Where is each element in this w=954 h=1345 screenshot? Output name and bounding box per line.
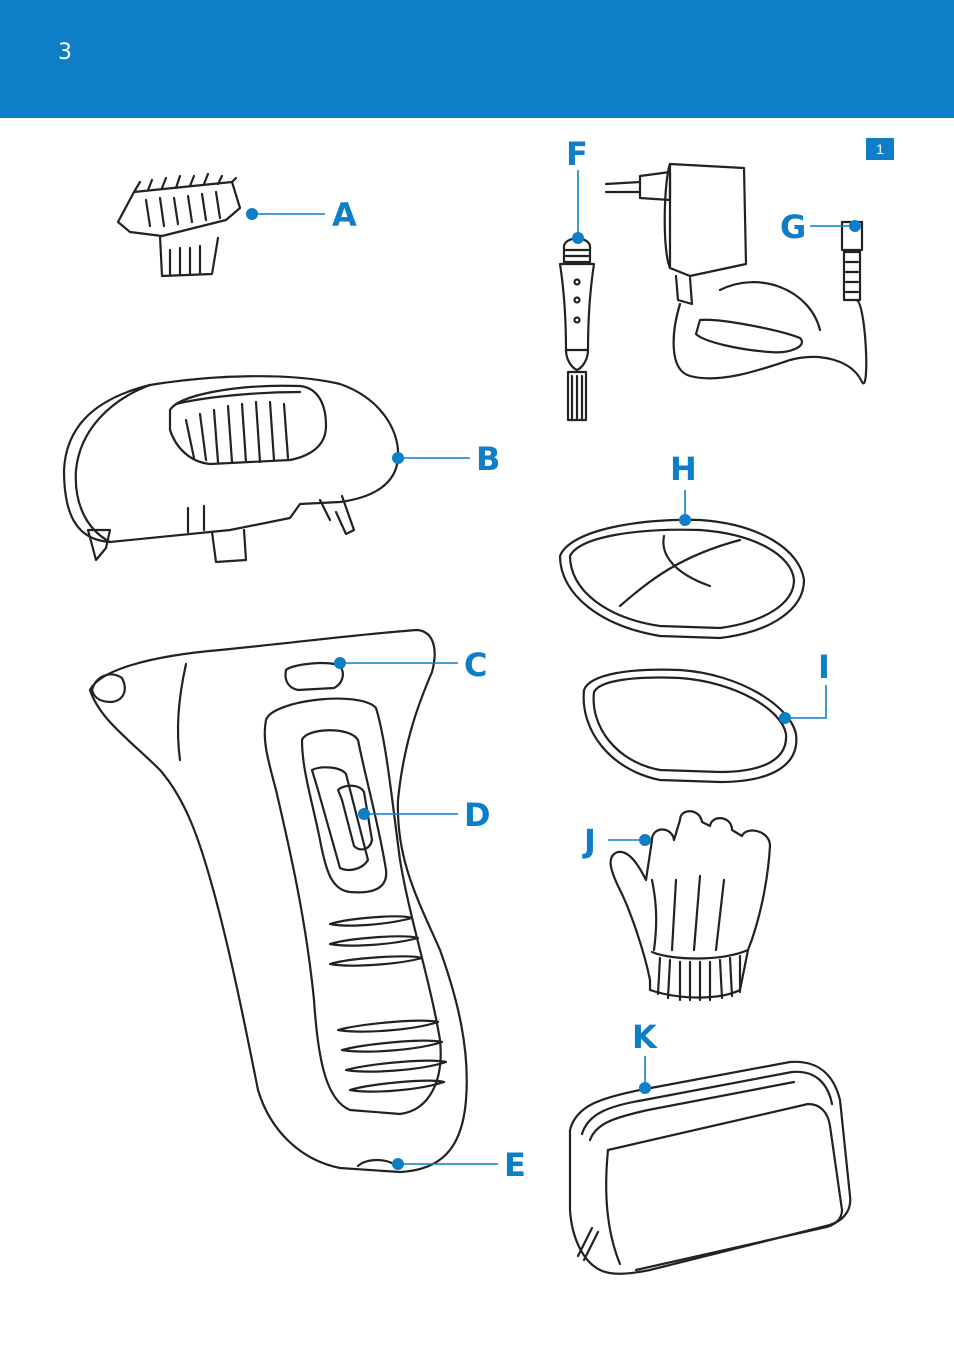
label-d: D xyxy=(464,796,491,834)
adapter-illustration xyxy=(606,164,866,383)
pouch-illustration xyxy=(570,1062,850,1274)
massage-cap-illustration xyxy=(560,520,804,638)
epilating-head-illustration xyxy=(64,376,398,562)
label-e: E xyxy=(504,1146,526,1184)
label-f: F xyxy=(566,135,588,173)
label-b: B xyxy=(476,440,500,478)
comb-attachment-illustration xyxy=(118,174,240,276)
label-k: K xyxy=(632,1018,658,1056)
epilator-body-illustration xyxy=(90,630,467,1172)
shaving-cover-illustration xyxy=(584,670,797,782)
label-g: G xyxy=(780,208,806,246)
label-j: J xyxy=(582,822,596,860)
label-h: H xyxy=(670,450,697,488)
label-a: A xyxy=(332,196,357,234)
cleaning-brush-illustration xyxy=(560,239,594,421)
label-c: C xyxy=(464,646,487,684)
label-i: I xyxy=(818,648,830,686)
